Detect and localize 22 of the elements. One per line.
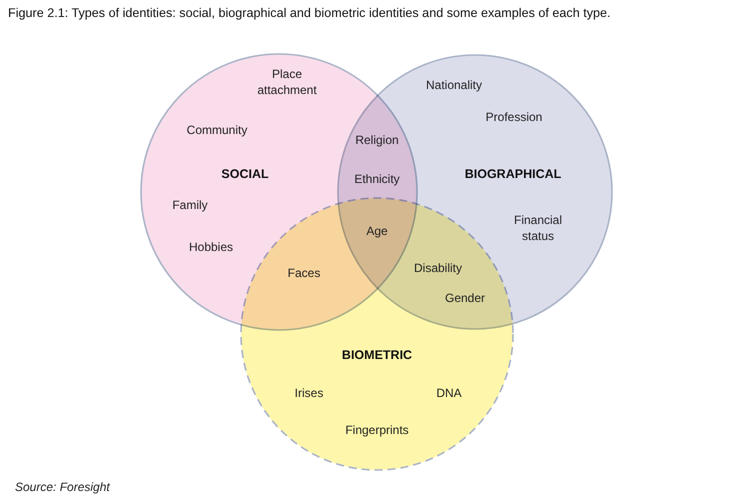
example-text: Community [186, 122, 248, 138]
set-heading: BIOGRAPHICAL [464, 166, 562, 182]
example-text: Religion [355, 132, 399, 148]
source-caption: Source: Foresight [15, 480, 110, 494]
example-text: DNA [436, 385, 462, 401]
example-text: Faces [288, 265, 320, 281]
example-text: Profession [486, 109, 542, 125]
example-text: Gender [444, 290, 486, 306]
set-heading: BIOMETRIC [342, 347, 412, 363]
example-text: Age [366, 223, 388, 239]
example-text: Ethnicity [354, 171, 400, 187]
example-text: Irises [294, 385, 324, 401]
figure-title: Figure 2.1: Types of identities: social, biographical and biometric identities and some examples of each type. [8, 6, 611, 20]
biometric-circle [239, 196, 515, 472]
example-text: Place attachment [256, 66, 318, 98]
example-text: Fingerprints [345, 422, 409, 438]
example-text: Financial status [512, 212, 564, 244]
set-heading: SOCIAL [221, 166, 269, 182]
example-text: Nationality [426, 77, 482, 93]
example-text: Disability [414, 260, 462, 276]
example-text: Family [172, 197, 208, 213]
example-text: Hobbies [188, 239, 234, 255]
